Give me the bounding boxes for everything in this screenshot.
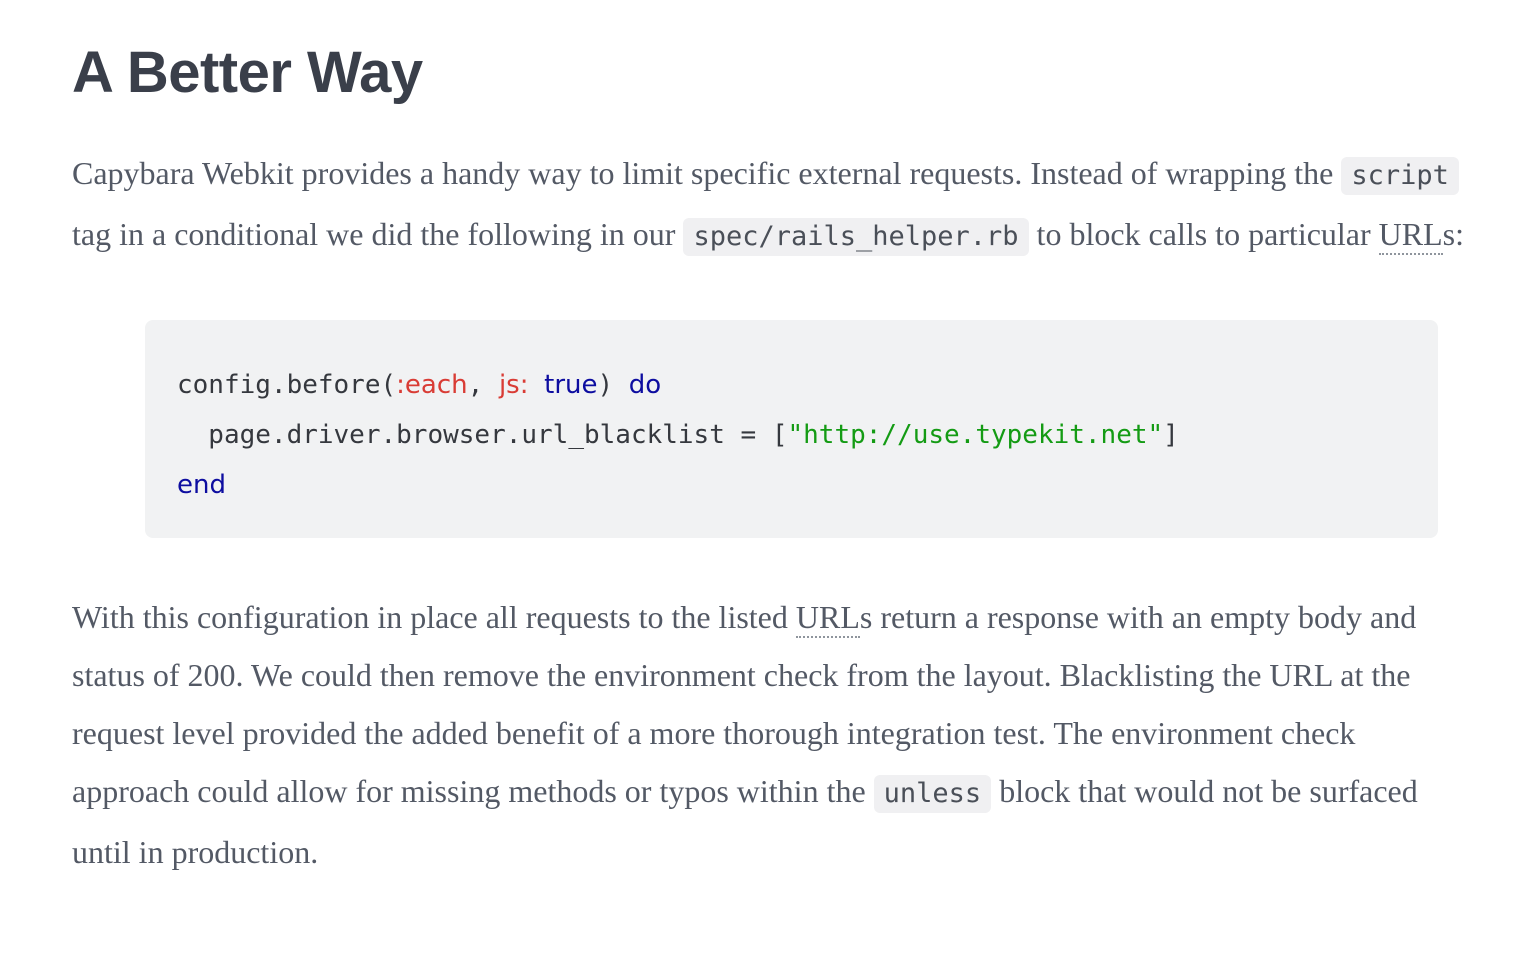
ruby-code-block: config.before(:each, js: true) do page.d… bbox=[145, 319, 1438, 538]
inline-code-unless: unless bbox=[873, 774, 992, 813]
code-token-symbol: js: bbox=[498, 369, 529, 400]
inline-code-script: script bbox=[1341, 156, 1459, 195]
code-token-plain: page.driver.browser.url_blacklist = [ bbox=[177, 419, 788, 450]
code-token-plain: , bbox=[467, 369, 499, 400]
intro-text: Capybara Webkit provides a handy way to … bbox=[72, 154, 1342, 191]
intro-paragraph: Capybara Webkit provides a handy way to … bbox=[72, 144, 1478, 266]
code-line-3: end bbox=[177, 460, 1418, 510]
code-line-2: page.driver.browser.url_blacklist = ["ht… bbox=[177, 410, 1418, 460]
code-token-string: "http://use.typekit.net" bbox=[787, 419, 1164, 450]
code-token-keyword: true bbox=[544, 369, 598, 400]
url-abbreviation: URL bbox=[795, 598, 860, 638]
intro-text: tag in a conditional we did the followin… bbox=[72, 215, 684, 252]
outro-text: block that would not be surfaced until i… bbox=[72, 772, 1418, 870]
inline-code-rails-helper: spec/rails_helper.rb bbox=[683, 217, 1029, 256]
code-token-plain: config.before( bbox=[177, 369, 397, 400]
page-title: A Better Way bbox=[72, 40, 423, 105]
code-token-keyword: do bbox=[628, 369, 662, 400]
outro-text: s return a response with an empty body a… bbox=[72, 598, 1417, 809]
code-token-symbol: :each bbox=[396, 369, 468, 400]
intro-text: s: bbox=[1442, 215, 1464, 252]
article: A Better Way Capybara Webkit provides a … bbox=[72, 40, 1478, 881]
url-abbreviation: URL bbox=[1378, 215, 1443, 255]
code-token-plain bbox=[528, 370, 544, 400]
code-token-plain: ] bbox=[1163, 419, 1179, 450]
code-token-plain: ) bbox=[597, 369, 629, 400]
outro-text: With this configuration in place all req… bbox=[72, 598, 796, 635]
code-line-1: config.before(:each, js: true) do bbox=[177, 360, 1418, 410]
outro-paragraph: With this configuration in place all req… bbox=[72, 588, 1478, 881]
intro-text: to block calls to particular bbox=[1028, 215, 1379, 252]
code-token-keyword: end bbox=[177, 469, 226, 500]
